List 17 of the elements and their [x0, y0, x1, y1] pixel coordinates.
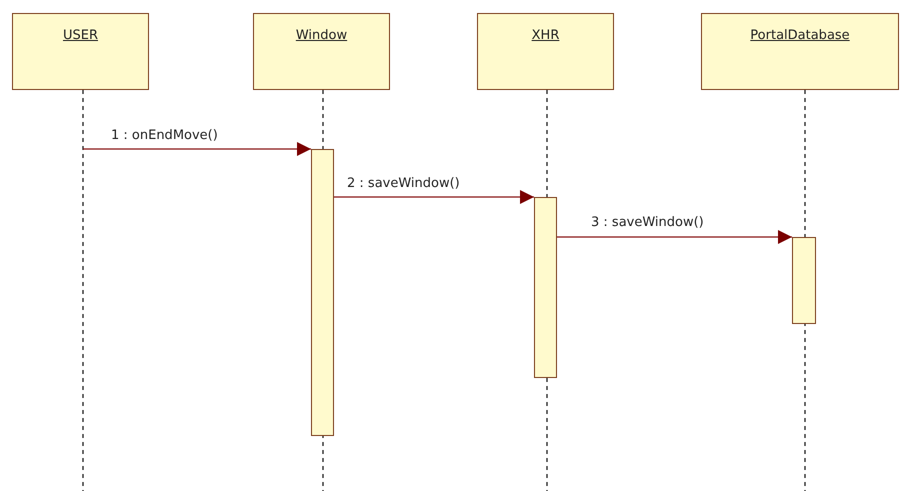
- activation-bar: [534, 197, 557, 378]
- activation-bar: [311, 149, 334, 436]
- object-box: [477, 13, 614, 90]
- object-name: Window: [296, 28, 348, 43]
- object-box: [253, 13, 390, 90]
- object-box: [701, 13, 899, 90]
- message-label: 3 : saveWindow(): [590, 215, 705, 230]
- object-box: [12, 13, 149, 90]
- object-name: PortalDatabase: [750, 28, 850, 43]
- message-arrow: [557, 230, 792, 244]
- message-label: 2 : saveWindow(): [346, 176, 461, 191]
- activation-bar: [792, 237, 816, 324]
- message-arrow: [334, 190, 534, 204]
- message-arrow: [83, 142, 311, 156]
- object-name: USER: [62, 28, 98, 43]
- object-name: XHR: [532, 28, 560, 43]
- message-label: 1 : onEndMove(): [110, 128, 219, 143]
